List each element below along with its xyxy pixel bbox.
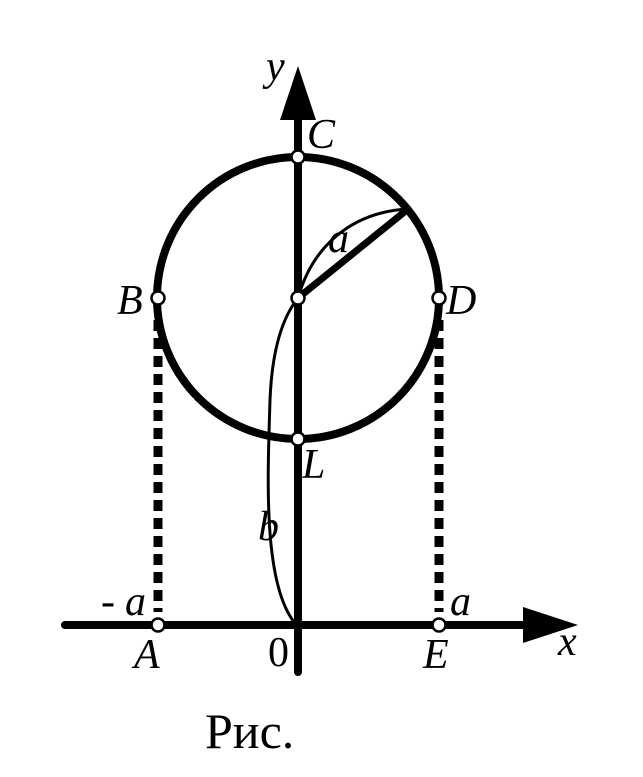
point-b [150,290,166,306]
x-negative-a-label: a [125,579,146,625]
height-label: b [258,504,279,550]
label-d: D [445,278,476,324]
height-dimension-arc [266,297,300,623]
figure-caption: Рис. [205,703,294,759]
y-axis-arrow [280,66,316,120]
label-l: L [301,442,325,488]
point-l [290,431,306,447]
radius-dimension-arc [296,207,409,299]
point-d [431,290,447,306]
point-c [290,149,306,165]
x-negative-sign: - [101,579,115,625]
y-axis-label: y [262,44,285,90]
x-axis-arrow [523,607,578,643]
radius-label: a [328,216,349,262]
point-center [290,290,306,306]
label-c: C [307,112,336,158]
x-positive-a-label: a [450,579,471,625]
radius-segment [294,205,412,302]
point-a [150,617,166,633]
label-e-point: E [422,632,449,678]
point-e [431,617,447,633]
label-b: B [117,278,143,324]
origin-label: 0 [268,630,289,676]
label-a-point: A [131,632,160,678]
x-axis-label: x [557,619,577,665]
